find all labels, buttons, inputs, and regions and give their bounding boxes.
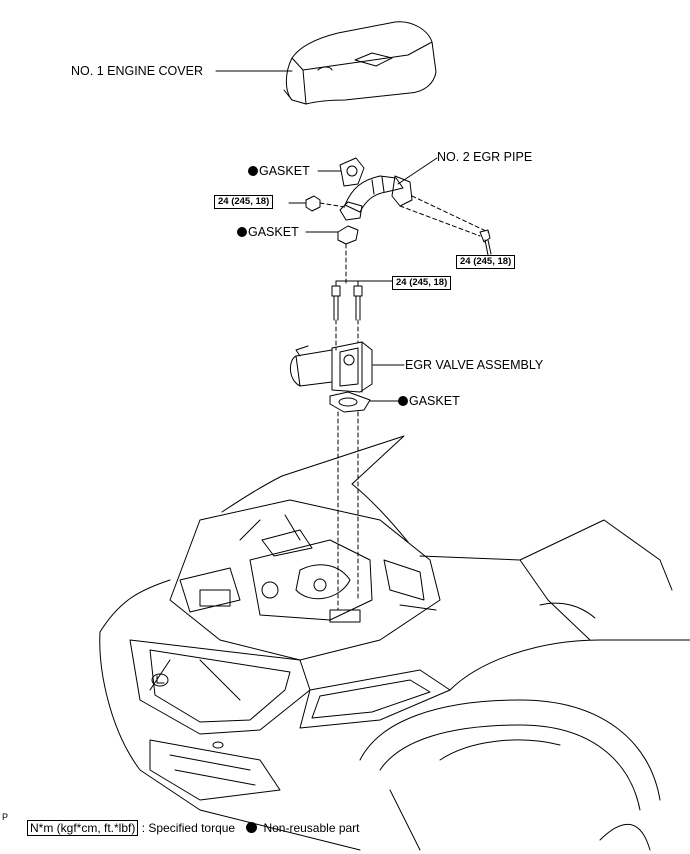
gasket-upper-drawing <box>339 157 365 187</box>
engine-cover-drawing <box>283 21 437 105</box>
egr-valve-label: EGR VALVE ASSEMBLY <box>405 358 544 372</box>
vehicle-front-drawing <box>99 435 690 851</box>
torque-bolt-right: 24 (245, 18) <box>456 255 516 269</box>
gasket-upper-label: GASKET <box>259 164 310 178</box>
gasket-middle-drawing <box>337 225 359 245</box>
legend-non-reusable-icon <box>246 822 258 833</box>
bolt-right-drawing <box>479 229 492 256</box>
non-reusable-mark-icon <box>237 227 247 237</box>
valve-bolts-drawing <box>331 285 363 321</box>
non-reusable-mark-icon <box>398 396 408 406</box>
gasket-lower-label: GASKET <box>409 394 460 408</box>
gasket-upper-callout: GASKET <box>248 164 310 178</box>
gasket-lower-drawing <box>329 391 371 413</box>
gasket-lower-hole <box>338 397 358 407</box>
legend-specified-torque: : Specified torque <box>141 821 236 835</box>
valve-bolts-leader <box>335 280 393 287</box>
egr-pipe-leader <box>397 157 438 185</box>
torque-bolts-valve: 24 (245, 18) <box>392 276 452 290</box>
legend-unit-box: N*m (kgf*cm, ft.*lbf) <box>27 820 139 836</box>
gasket-middle-callout: GASKET <box>237 225 299 239</box>
egr-pipe-label: NO. 2 EGR PIPE <box>437 150 533 164</box>
non-reusable-mark-icon <box>248 166 258 176</box>
legend-non-reusable: Non-reusable part <box>263 821 360 835</box>
egr-pipe-drawing <box>339 175 413 221</box>
legend: N*m (kgf*cm, ft.*lbf) : Specified torque… <box>27 820 360 836</box>
egr-valve-drawing <box>290 341 373 393</box>
gasket-upper-hole <box>346 165 358 177</box>
nut-left-drawing <box>305 195 321 212</box>
page-mark: P <box>2 812 9 822</box>
torque-nut-left: 24 (245, 18) <box>214 195 274 209</box>
gasket-middle-label: GASKET <box>248 225 299 239</box>
gasket-lower-callout: GASKET <box>398 394 460 408</box>
engine-cover-label: NO. 1 ENGINE COVER <box>71 64 203 78</box>
